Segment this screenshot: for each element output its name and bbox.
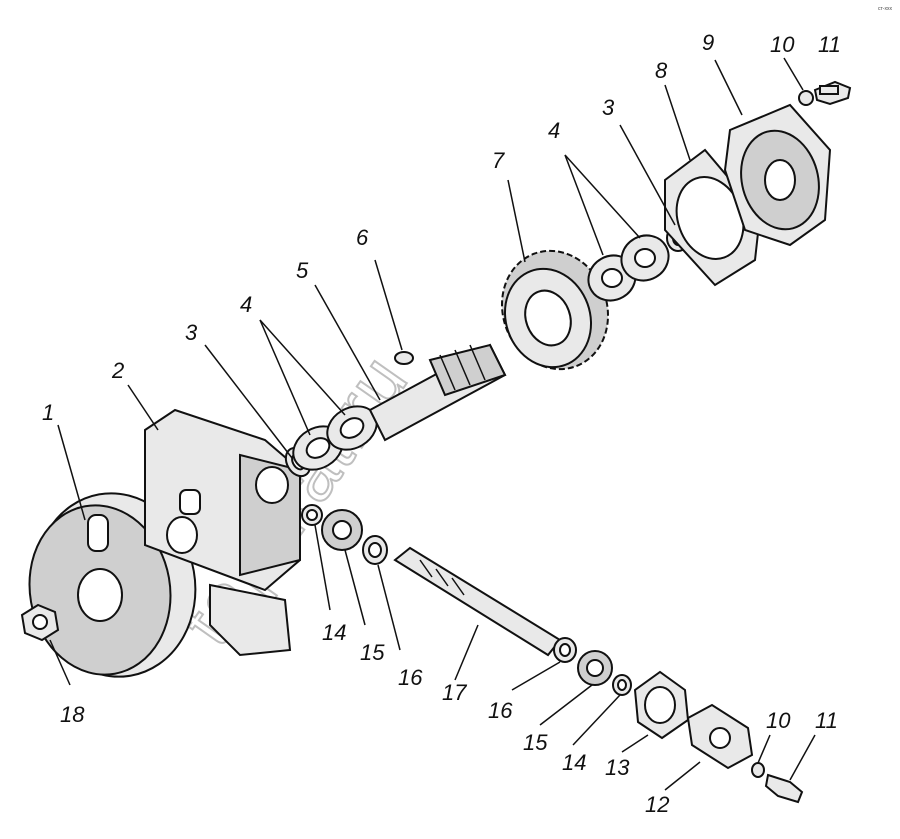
callout-4: 4	[240, 292, 252, 317]
callout-2: 2	[111, 358, 124, 383]
part-11-bolt-bottom	[764, 773, 804, 804]
part-13-gasket-bottom	[633, 670, 690, 740]
part-14-ring-left	[301, 504, 323, 526]
part-8-gasket-top	[664, 148, 762, 287]
part-4-washers-right	[587, 234, 670, 302]
part-15-bearing-right	[577, 650, 613, 686]
callout-5: 5	[296, 258, 309, 283]
callout-15-lower-right: 15	[523, 730, 548, 755]
part-11-bolt-top	[813, 80, 852, 106]
callout-1: 1	[42, 400, 54, 425]
callout-13: 13	[605, 755, 630, 780]
part-16-ring-left	[362, 535, 388, 565]
callout-16-lower-left: 16	[398, 665, 423, 690]
callout-labels: 1 2 3 4 5 6 3 4 7 8 9 10 11 18 14 15 16 …	[42, 30, 841, 817]
part-18-nut	[20, 603, 60, 642]
part-5-splined-shaft	[368, 343, 507, 442]
callout-16-lower-right: 16	[488, 698, 513, 723]
part-15-bearing-left	[321, 509, 363, 551]
callout-10-lower: 10	[766, 708, 791, 733]
callout-15-lower-left: 15	[360, 640, 385, 665]
callout-3-upper: 3	[602, 95, 615, 120]
callout-4-upper: 4	[548, 118, 560, 143]
callout-14-lower-right: 14	[562, 750, 586, 775]
part-9-cover-top	[723, 103, 832, 247]
callout-3: 3	[185, 320, 198, 345]
part-16-ring-right	[553, 637, 577, 663]
part-12-cover-bottom	[686, 703, 754, 770]
leader-lines	[49, 57, 816, 791]
callout-7: 7	[492, 148, 505, 173]
callout-11-lower: 11	[815, 708, 838, 733]
part-7-gear	[501, 249, 609, 371]
part-6-key	[394, 351, 414, 365]
part-10-washer-bottom	[751, 762, 765, 778]
callout-8: 8	[655, 58, 668, 83]
part-17-lower-shaft	[393, 546, 562, 657]
corner-mark: ст-ххх	[878, 6, 892, 12]
callout-12: 12	[645, 792, 669, 817]
part-2-housing	[144, 408, 301, 657]
callout-9: 9	[702, 30, 714, 55]
part-14-ring-right	[612, 674, 632, 696]
callout-14-lower-left: 14	[322, 620, 346, 645]
callout-11-upper: 11	[818, 32, 841, 57]
callout-6: 6	[356, 225, 369, 250]
callout-10-upper: 10	[770, 32, 795, 57]
callout-18: 18	[60, 702, 85, 727]
callout-17: 17	[442, 680, 467, 705]
part-10-washer-top	[798, 90, 814, 106]
part-4-washers-left	[292, 405, 378, 471]
